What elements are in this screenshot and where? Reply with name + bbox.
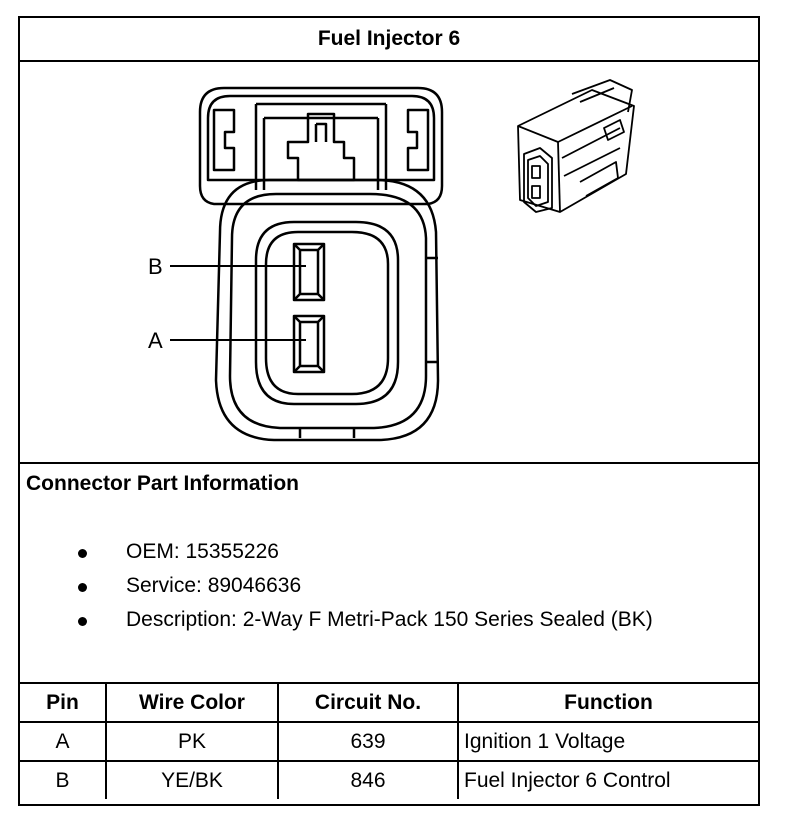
connector-isometric-view xyxy=(517,79,635,213)
part-info-text: OEM: 15355226 xyxy=(126,540,279,563)
pin-a-terminal xyxy=(292,314,326,374)
part-info-text: Service: 89046636 xyxy=(126,574,302,597)
connector-drawing: B A xyxy=(148,79,635,442)
bullet-icon xyxy=(78,549,87,558)
connector-bracket-inner xyxy=(206,94,436,182)
part-info-section: Connector Part Information OEM: 15355226… xyxy=(20,464,758,684)
cell-circuit-no: 846 xyxy=(277,760,459,799)
pin-b-label: B xyxy=(148,254,163,279)
cell-wire-color: PK xyxy=(105,721,279,762)
cell-function: Ignition 1 Voltage xyxy=(457,721,758,762)
part-info-heading: Connector Part Information xyxy=(26,472,300,495)
header-circuit-no: Circuit No. xyxy=(277,684,459,723)
connector-diagram: B A xyxy=(20,62,758,464)
pin-a-label: A xyxy=(148,328,163,353)
side-rail xyxy=(426,256,438,364)
pin-b-terminal xyxy=(292,242,326,302)
seal-cavity-inner xyxy=(264,230,390,396)
table-row: A PK 639 Ignition 1 Voltage xyxy=(20,721,758,762)
pin-table-header: Pin Wire Color Circuit No. Function xyxy=(20,684,758,723)
connector-bracket-outline xyxy=(198,86,444,206)
connector-sheet: Fuel Injector 6 xyxy=(18,16,760,806)
cell-wire-color: YE/BK xyxy=(105,760,279,799)
left-ear xyxy=(212,108,236,172)
cell-pin: A xyxy=(20,721,107,762)
part-info-text: Description: 2-Way F Metri-Pack 150 Seri… xyxy=(126,608,653,631)
cell-function: Fuel Injector 6 Control xyxy=(457,760,758,799)
cell-pin: B xyxy=(20,760,107,799)
connector-body-outer xyxy=(214,178,440,442)
connector-body-inner xyxy=(228,192,428,430)
page-title: Fuel Injector 6 xyxy=(20,18,758,62)
bullet-icon xyxy=(78,617,87,626)
header-pin: Pin xyxy=(20,684,107,723)
pin-table: Pin Wire Color Circuit No. Function A PK… xyxy=(20,684,758,799)
top-channel xyxy=(254,102,388,190)
seal-cavity-outer xyxy=(254,220,400,406)
cell-circuit-no: 639 xyxy=(277,721,459,762)
bullet-icon xyxy=(78,583,87,592)
table-row: B YE/BK 846 Fuel Injector 6 Control xyxy=(20,760,758,799)
header-function: Function xyxy=(457,684,758,723)
header-wire-color: Wire Color xyxy=(105,684,279,723)
right-ear xyxy=(406,108,430,172)
